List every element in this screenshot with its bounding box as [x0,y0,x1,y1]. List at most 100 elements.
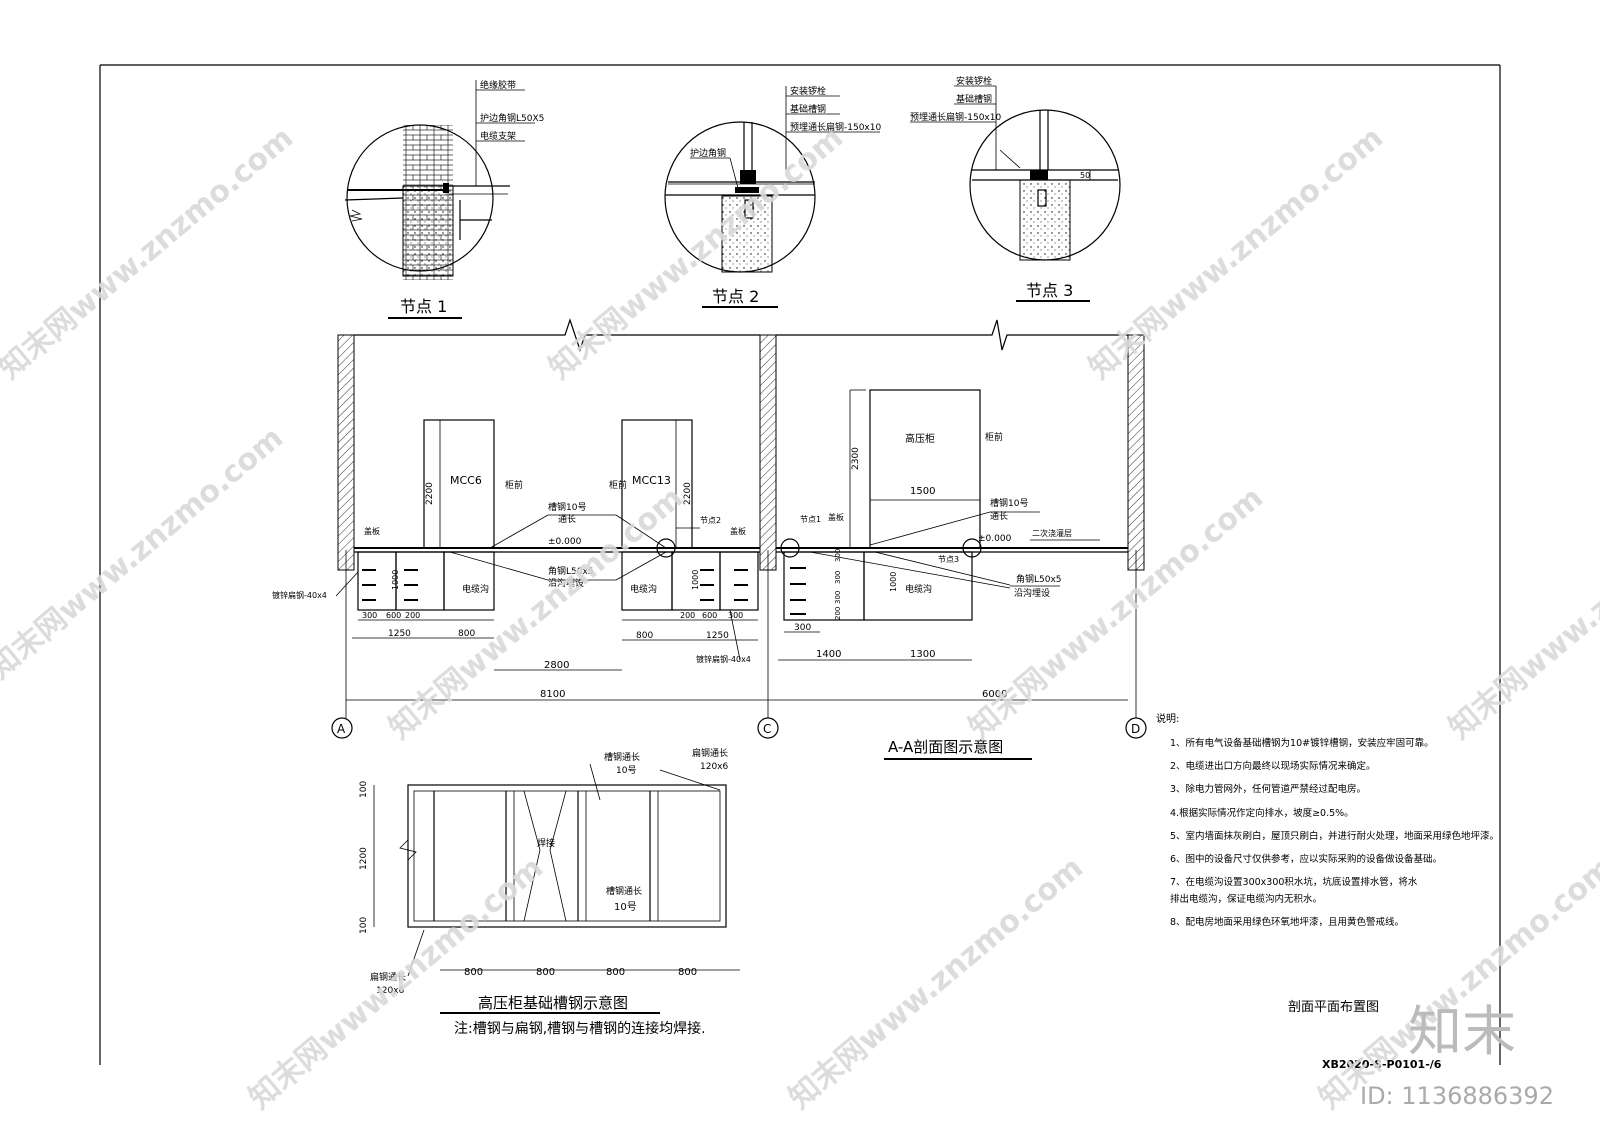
trench-center-depth: 1000 [889,572,898,592]
base-label-flat-top: 扁钢通长 [692,747,728,759]
label-cover-center: 盖板 [828,512,844,522]
label-angle-left: 角钢L50x5 [548,565,594,577]
base-dim-v-top: 100 [359,781,369,798]
watermark-id: ID: 1136886392 [1360,1082,1554,1110]
detail1-label-tape: 绝缘胶带 [480,79,516,91]
watermark-logo: 知末 [1408,1000,1516,1063]
section-title: A-A剖面图示意图 [888,738,1003,756]
trench-center-v200: 200 [834,607,842,620]
note-1: 1、所有电气设备基础槽钢为10#镀锌槽钢，安装应牢固可靠。 [1170,737,1434,749]
detail1-title: 节点 1 [400,297,447,316]
cabinet-mcc6 [423,419,495,549]
dim-span-6000: 6000 [982,689,1007,700]
cabinet-hv-height: 2300 [851,447,861,470]
base-dim-h-2: 800 [536,967,555,978]
watermark-text-5: 知末网www.znzmo.com [383,480,690,746]
dim-right-800: 800 [636,631,653,641]
watermark: 知末网www.znzmo.com 知末网www.znzmo.com 知末网www… [0,120,1600,1116]
axis-a: A [337,722,346,736]
watermark-text-7: 知末网www.znzmo.com [1443,480,1600,746]
detail3-label-flat: 预埋通长扁钢-150x10 [910,111,1001,123]
trench-center [783,551,865,621]
base-dim-v-bot: 100 [359,917,369,934]
trench-center-v300a: 300 [834,549,842,562]
dim-right-200: 200 [680,611,695,620]
watermark-text-6: 知末网www.znzmo.com [963,480,1270,746]
dim-left-300: 300 [362,611,377,620]
cabinet-mcc13-name: MCC13 [632,474,671,487]
label-angle-right: 角钢L50x5 [1016,573,1062,585]
trench-right-depth: 1000 [691,570,700,590]
sheet-border [99,64,1501,1065]
label-level-left: ±0.000 [548,537,582,547]
trench-left-label: 电缆沟 [462,583,489,595]
dim-span-2800: 2800 [544,660,569,671]
base-label-flat-bot: 扁钢通长 [370,971,406,983]
dim-left-800: 800 [458,629,475,639]
dim-center-1300: 1300 [910,649,935,660]
notes: 说明: 1、所有电气设备基础槽钢为10#镀锌槽钢，安装应牢固可靠。 2、电缆进出… [1156,712,1499,928]
watermark-text-10: 知末网www.znzmo.com [1313,850,1600,1116]
base-note: 注:槽钢与扁钢,槽钢与槽钢的连接均焊接. [454,1020,706,1037]
axis-d: D [1131,722,1140,736]
cabinet-hv-width: 1500 [910,486,935,497]
watermark-text-8: 知末网www.znzmo.com [243,850,550,1116]
label-channel-left-full: 通长 [558,513,576,525]
watermark-text-2: 知末网www.znzmo.com [543,120,850,386]
base-dim-h-4: 800 [678,967,697,978]
note-4: 4.根据实际情况作定向排水，坡度≥0.5%。 [1170,807,1354,819]
watermark-text-9: 知末网www.znzmo.com [783,850,1090,1116]
base-title: 高压柜基础槽钢示意图 [478,994,628,1012]
dim-right-1250: 1250 [706,631,729,641]
dim-center-1400: 1400 [816,649,841,660]
detail1-label-bracket: 电缆支架 [480,130,516,142]
base-label-ch-mid-no: 10号 [614,901,637,913]
detail2-label-angle: 护边角钢 [690,147,726,159]
label-level-right: ±0.000 [978,534,1012,544]
base-label-ch-top: 槽钢通长 [604,751,640,763]
detail2-label-bolt: 安装锣栓 [790,85,826,97]
label-along-right: 沿沟埋设 [1014,587,1050,599]
trench-right-1 [621,551,673,611]
dim-span-8100: 8100 [540,689,565,700]
detail1-label-angle: 护边角钢L50X5 [480,112,544,124]
sheet-number: XB2020-S-P0101-/6 [1322,1058,1442,1071]
base-label-ch-top-no: 10号 [616,765,636,776]
cabinet-hv-name: 高压柜 [905,432,935,445]
detail2-label-channel: 基础槽钢 [790,103,826,115]
cabinet-mcc6-height: 2200 [425,482,435,505]
label-node1: 节点1 [800,515,821,524]
dim-left-1250: 1250 [388,629,411,639]
label-node2: 节点2 [700,516,721,525]
base-dim-h-1: 800 [464,967,483,978]
label-channel-right: 槽钢10号 [990,497,1028,509]
note-7b: 排出电缆沟，保证电缆沟内无积水。 [1170,893,1322,905]
detail3-dim-50: 50 [1080,171,1090,180]
label-node3: 节点3 [938,555,959,564]
dim-left-200: 200 [405,611,420,620]
note-6: 6、图中的设备尺寸仅供参考，应以实际采购的设备做设备基础。 [1170,853,1442,865]
notes-heading: 说明: [1156,712,1179,725]
watermark-text-4: 知末网www.znzmo.com [0,420,290,686]
label-flat-right: 镀锌扁钢-40x4 [696,654,751,664]
detail3-label-channel: 基础槽钢 [956,93,992,105]
label-cover-left: 盖板 [364,526,380,536]
cabinet-mcc13-front: 柜前 [609,479,627,491]
detail-3: 50 安装锣栓 基础槽钢 预埋通长扁钢-150x10 节点 3 [910,75,1121,302]
label-channel-left: 槽钢10号 [548,501,586,513]
detail3-title: 节点 3 [1026,281,1073,300]
dim-right-600: 600 [702,611,717,620]
note-3: 3、除电力管网外，任何管道严禁经过配电房。 [1170,783,1366,795]
note-7: 7、在电缆沟设置300x300积水坑，坑底设置排水管，将水 [1170,876,1418,888]
dim-right-300: 300 [728,611,743,620]
trench-left-depth: 1000 [391,570,400,590]
label-grout: 二次浇灌层 [1032,528,1072,538]
base-dim-v-mid: 1200 [359,847,369,870]
trench-right-label: 电缆沟 [630,583,657,595]
detail2-title: 节点 2 [712,287,759,306]
label-channel-right-full: 通长 [990,510,1008,522]
cabinet-mcc6-front: 柜前 [505,479,523,491]
base-label-ch-mid: 槽钢通长 [606,885,642,897]
hv-base-diagram: 100 1200 100 800 800 800 800 槽钢通长 10号 扁钢… [359,747,740,1037]
